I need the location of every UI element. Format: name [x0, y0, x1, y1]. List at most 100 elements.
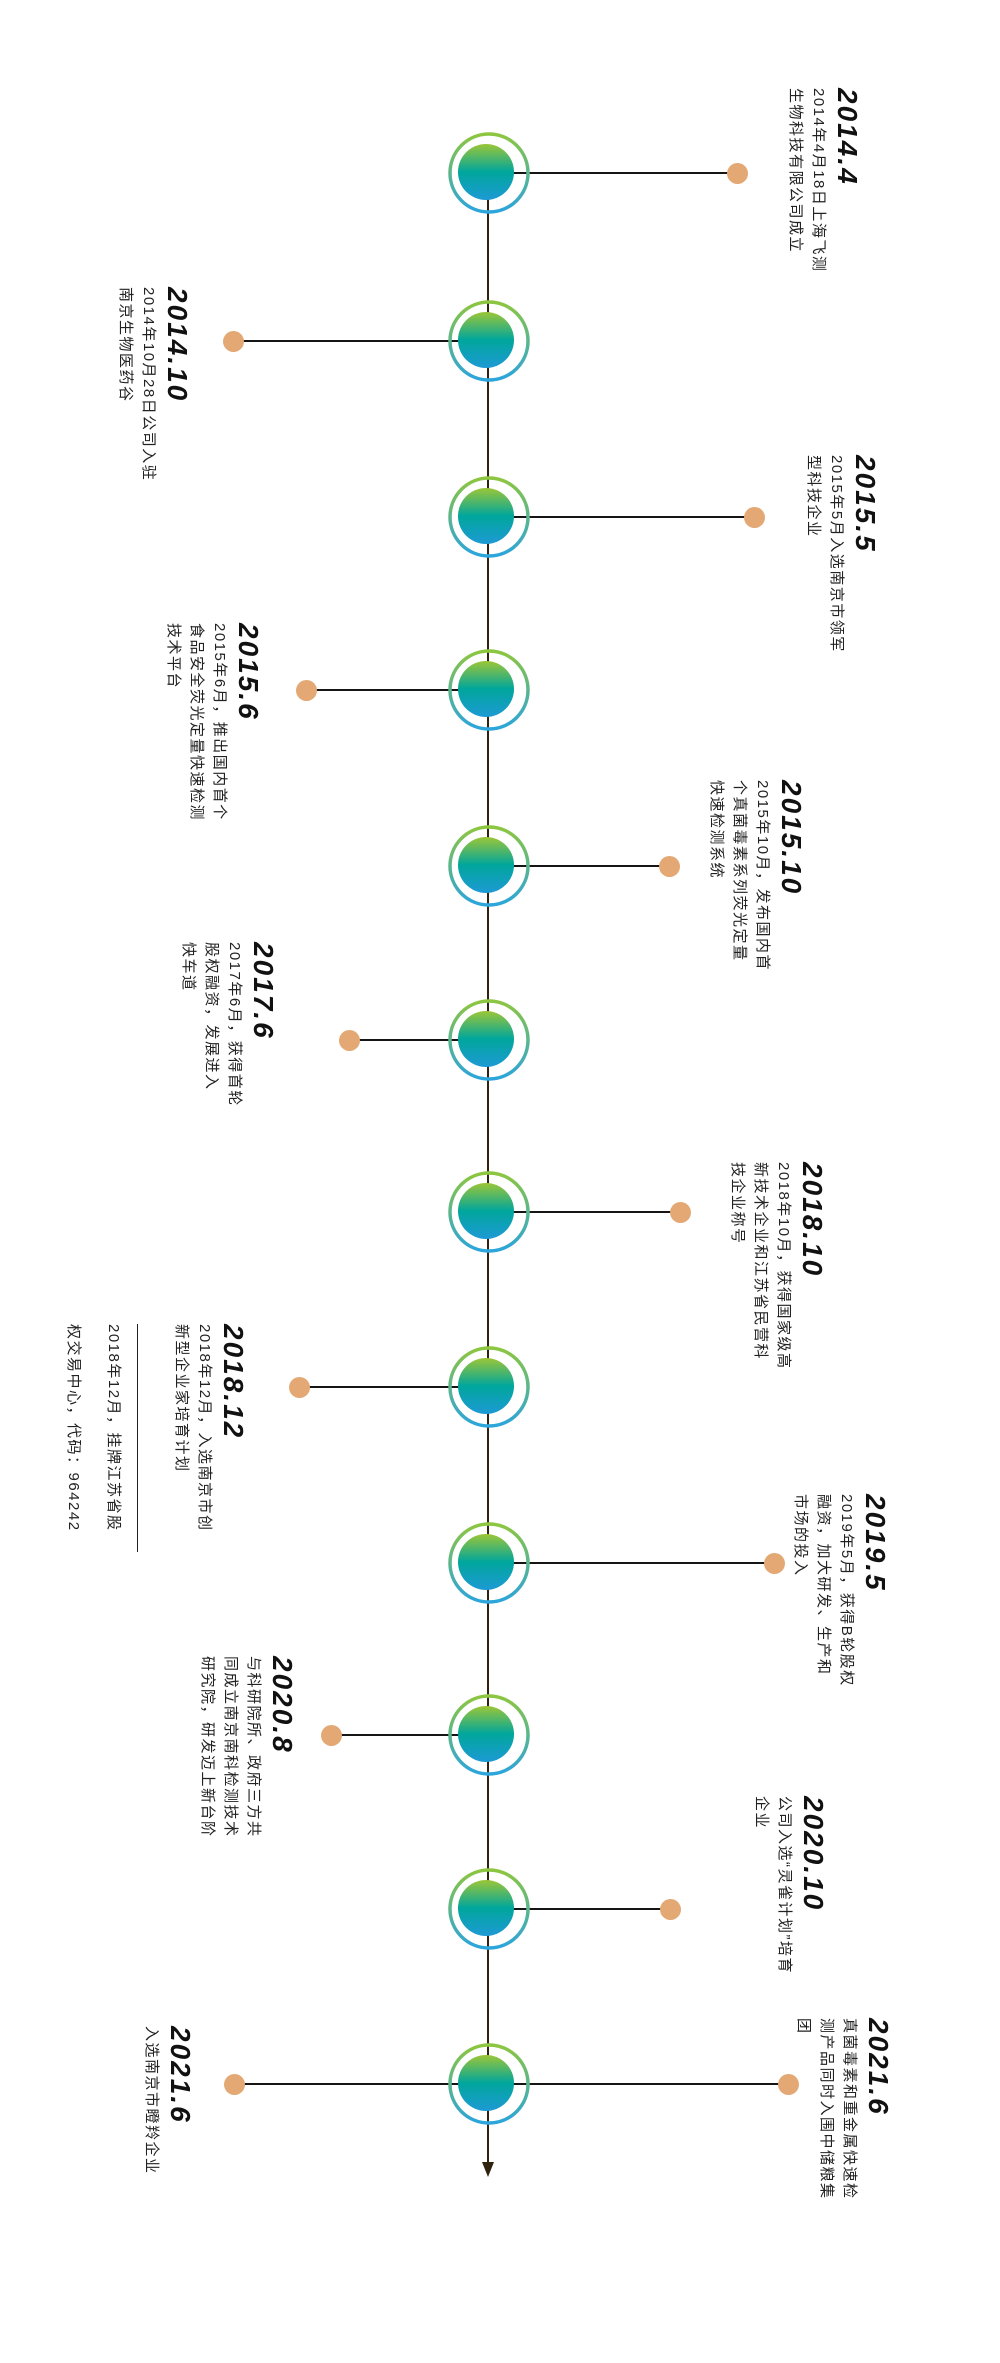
listing-note-line: 权交易中心，代码：964242	[65, 1324, 82, 1532]
node-ring	[448, 476, 530, 558]
connector-line	[349, 1039, 488, 1041]
node-sphere	[458, 312, 514, 368]
event-date: 2015.10	[776, 780, 807, 896]
event-date: 2018.12	[218, 1324, 249, 1440]
event-desc-line: 2019年5月，获得B轮股权	[838, 1494, 855, 1687]
event-desc-line: 融资，加大研发、生产和	[815, 1494, 832, 1676]
event-desc-line: 技术平台	[165, 623, 182, 690]
node-sphere	[458, 1011, 514, 1067]
event-desc-line: 2014年4月18日上海飞测	[810, 88, 827, 273]
event-desc-line: 同成立南京南科检测技术	[222, 1656, 239, 1838]
connector-line	[488, 2083, 788, 2085]
event-desc-line: 个真菌毒素系列荧光定量	[731, 780, 748, 962]
event-date: 2015.5	[850, 455, 881, 553]
timeline-node-icon	[448, 476, 530, 558]
event-desc-line: 型科技企业	[805, 455, 822, 538]
connector-dot	[764, 1553, 785, 1574]
event-label-rotated: 2019.5 2019年5月，获得B轮股权融资，加大研发、生产和市场的投入	[789, 1494, 892, 1687]
node-ring	[448, 300, 530, 382]
connector-dot	[660, 1899, 681, 1920]
connector-dot	[670, 1202, 691, 1223]
connector-dot	[223, 331, 244, 352]
event-desc-line: 2015年6月，推出国内首个	[211, 623, 228, 821]
event-desc-line: 公司入选“灵雀计划”培育	[776, 1796, 793, 1974]
node-ring	[448, 1868, 530, 1950]
event-desc-line: 新技术企业和江苏省民营科	[752, 1162, 769, 1361]
connector-line	[331, 1734, 488, 1736]
timeline-node-icon	[448, 300, 530, 382]
timeline-axis	[487, 173, 489, 2162]
node-sphere	[458, 837, 514, 893]
connector-line	[488, 516, 754, 518]
timeline-node-icon	[448, 1868, 530, 1950]
timeline-node-icon	[448, 1522, 530, 1604]
event-date: 2019.5	[860, 1494, 891, 1592]
connector-dot	[224, 2074, 245, 2095]
event-desc-line: 2014年10月28日公司入驻	[140, 287, 157, 482]
connector-line	[488, 1562, 774, 1564]
connector-line	[488, 865, 669, 867]
connector-line	[299, 1386, 488, 1388]
connector-dot	[321, 1725, 342, 1746]
connector-line	[306, 689, 488, 691]
event-desc-line: 2015年10月，发布国内首	[754, 780, 771, 972]
node-ring	[448, 1171, 530, 1253]
node-sphere	[458, 1358, 514, 1414]
node-ring	[448, 2043, 530, 2125]
event-desc-line: 股权融资，发展进入	[203, 942, 220, 1091]
node-sphere	[458, 2055, 514, 2111]
connector-line	[234, 2083, 488, 2085]
event-date: 2021.6	[165, 2026, 196, 2124]
connector-line	[488, 1908, 670, 1910]
connector-dot	[744, 507, 765, 528]
event-date: 2021.6	[863, 2018, 894, 2116]
node-ring	[448, 1346, 530, 1428]
listing-note: 2018年12月，挂牌江苏省股权交易中心，代码：964242	[53, 1324, 138, 1552]
event-desc-line: 团	[795, 2018, 812, 2035]
node-ring	[448, 1522, 530, 1604]
timeline-node-icon	[448, 2043, 530, 2125]
connector-line	[488, 1211, 680, 1213]
connector-dot	[289, 1377, 310, 1398]
event-desc-line: 技企业称号	[729, 1162, 746, 1245]
event-date: 2014.4	[832, 88, 863, 186]
node-ring	[448, 649, 530, 731]
node-ring	[448, 132, 530, 214]
node-sphere	[458, 661, 514, 717]
event-date: 2020.8	[267, 1656, 298, 1754]
arrow-down-icon	[482, 2162, 494, 2177]
connector-dot	[296, 680, 317, 701]
timeline-node-icon	[448, 1694, 530, 1776]
event-desc-line: 企业	[753, 1796, 770, 1830]
timeline-node-icon	[448, 999, 530, 1081]
event-desc-line: 真菌毒素和重金属快速检	[841, 2018, 858, 2200]
node-ring	[448, 825, 530, 907]
node-ring	[448, 1694, 530, 1776]
event-desc-line: 研究院，研发迈上新台阶	[199, 1656, 216, 1838]
event-desc-line: 市场的投入	[792, 1494, 809, 1577]
node-ring	[448, 999, 530, 1081]
event-label-rotated: 2018.10 2018年10月，获得国家级高新技术企业和江苏省民营科技企业称号	[726, 1162, 829, 1370]
event-date: 2018.10	[797, 1162, 828, 1278]
timeline-node-icon	[448, 1171, 530, 1253]
connector-dot	[339, 1030, 360, 1051]
event-label-rotated: 2020.10 公司入选“灵雀计划”培育企业	[750, 1796, 830, 1974]
event-date: 2020.10	[798, 1796, 829, 1912]
node-sphere	[458, 144, 514, 200]
event-desc-line: 食品安全荧光定量快速检测	[188, 623, 205, 822]
node-sphere	[458, 1880, 514, 1936]
event-desc-line: 快车道	[180, 942, 197, 992]
event-desc-line: 2018年10月，获得国家级高	[775, 1162, 792, 1370]
event-desc-line: 南京生物医药谷	[117, 287, 134, 403]
event-desc-line: 2018年12月，入选南京市创	[196, 1324, 213, 1532]
